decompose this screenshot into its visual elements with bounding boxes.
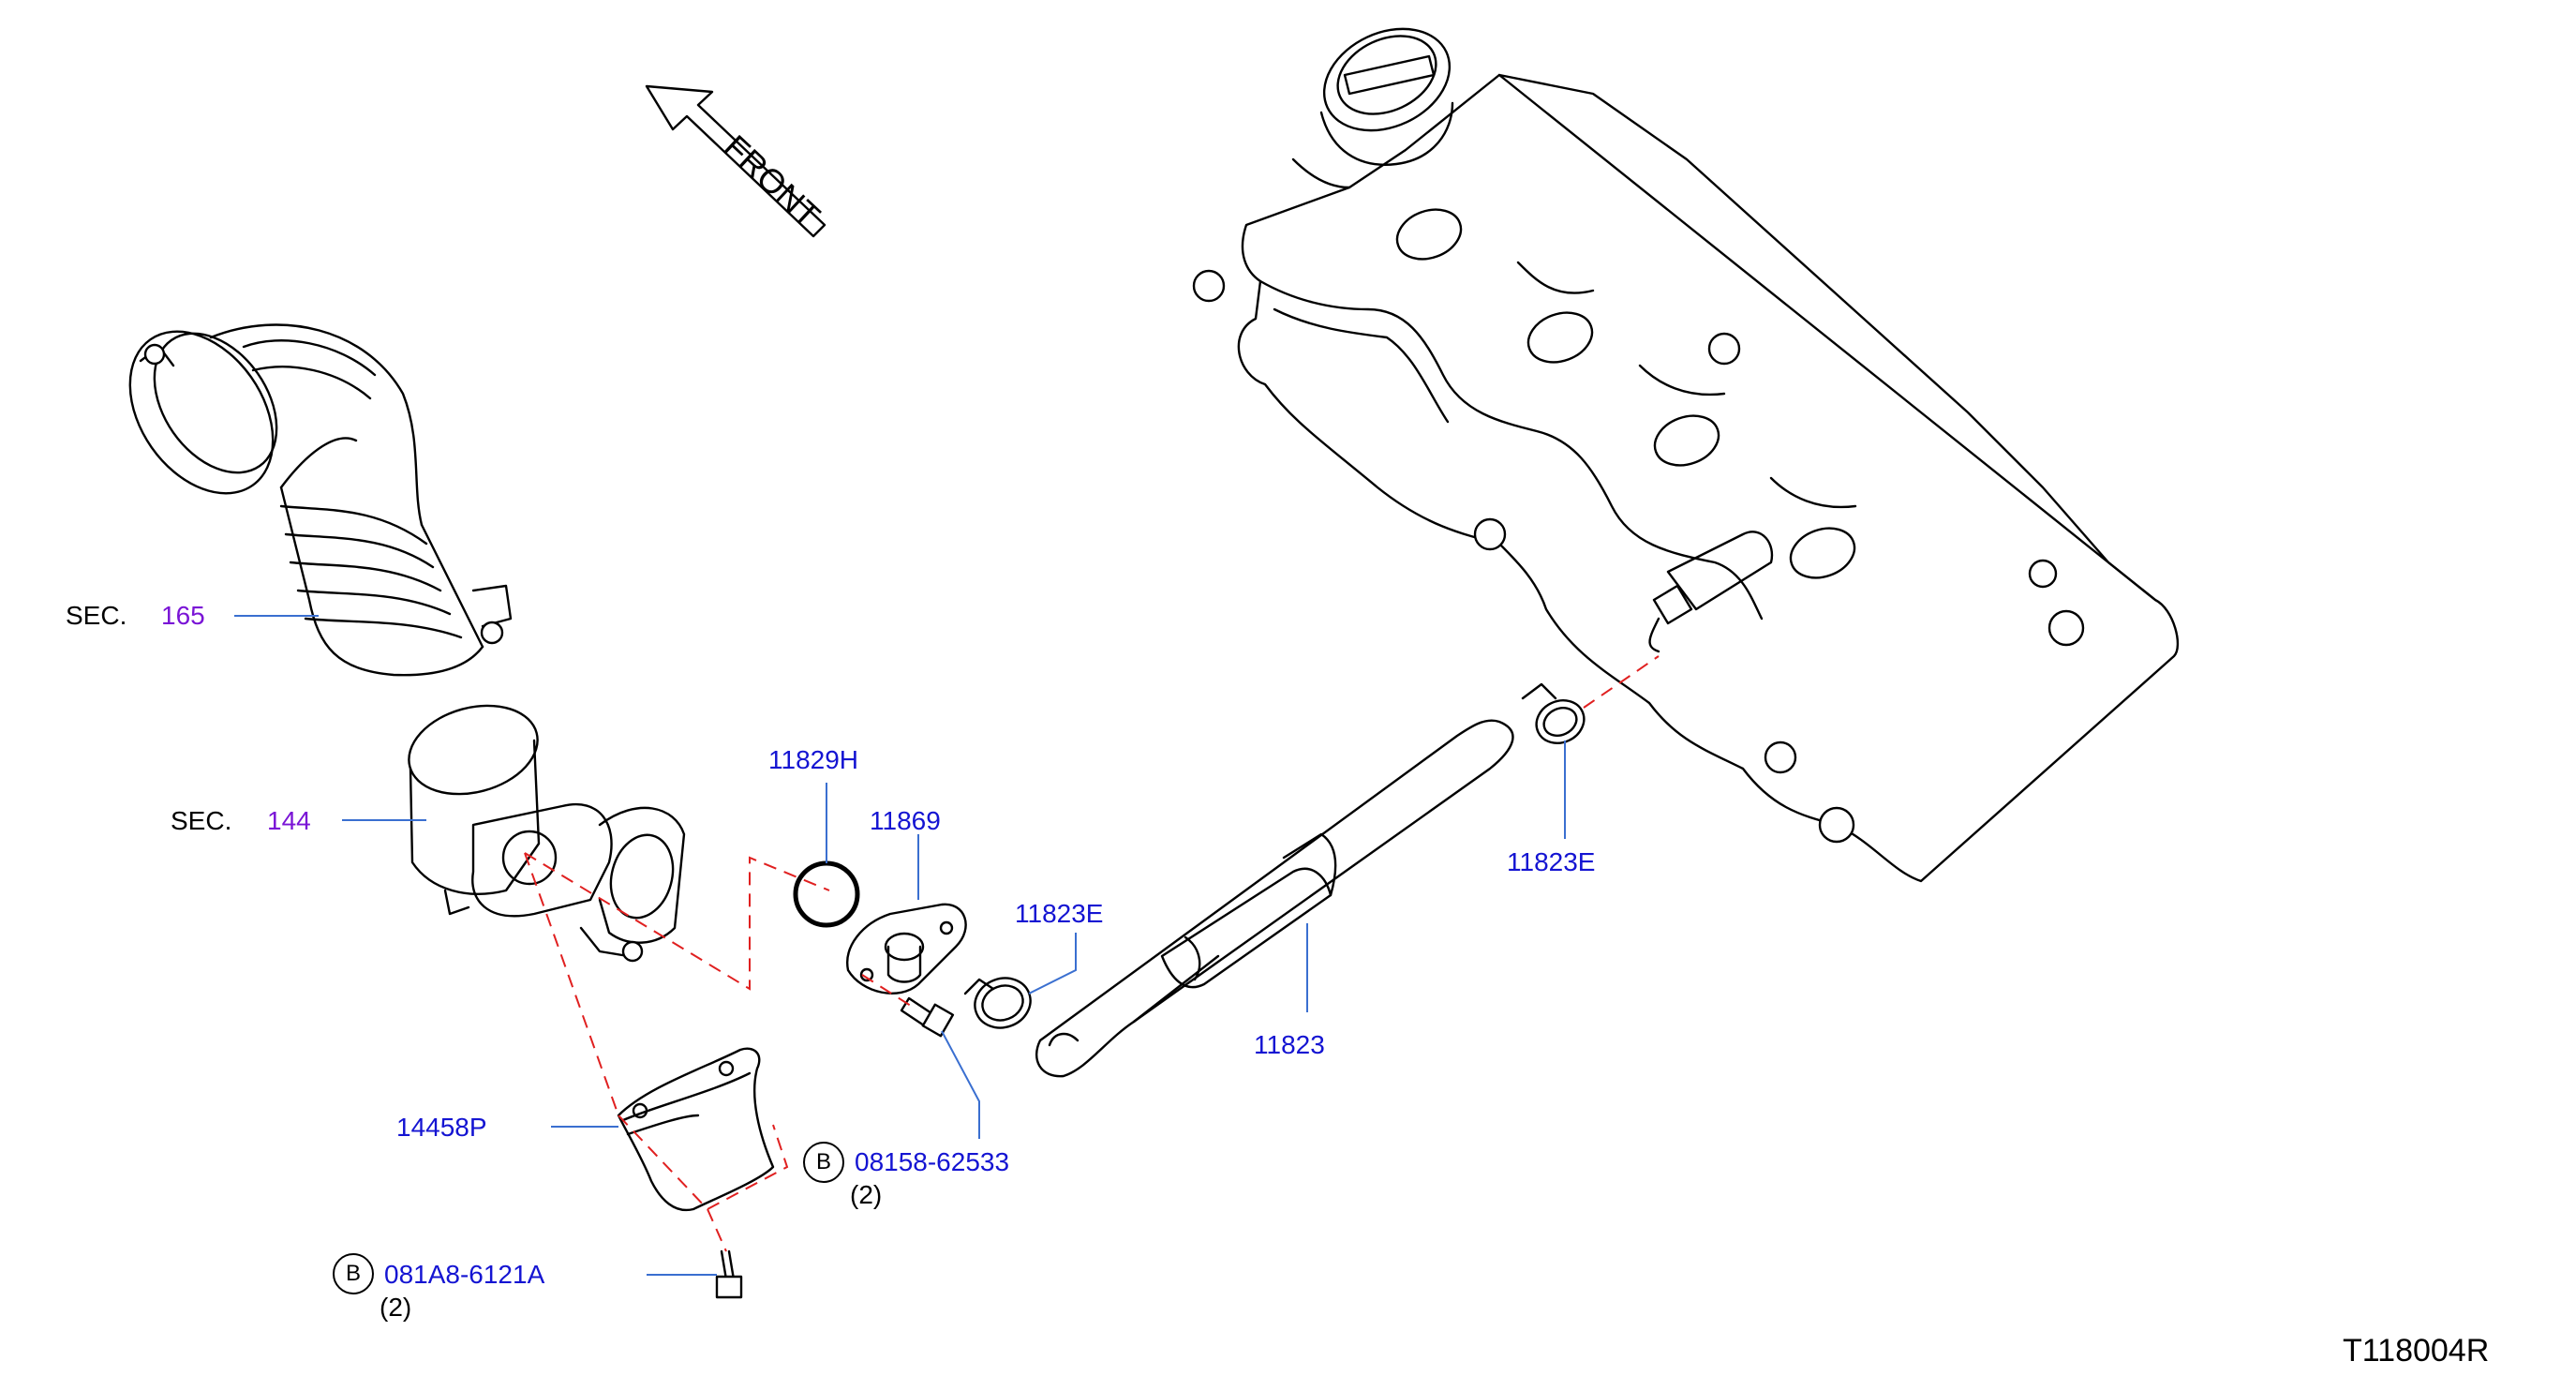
- bolt-marker-b-2: B: [333, 1253, 374, 1294]
- clamp-11823E-upper: [1521, 682, 1586, 744]
- part-label-14458P[interactable]: 14458P: [396, 1113, 487, 1142]
- rocker-cover: [1192, 27, 2180, 883]
- bolt-qty-2: (2): [380, 1293, 412, 1322]
- part-label-11829H[interactable]: 11829H: [768, 745, 859, 774]
- leader-lines: [234, 615, 1566, 1276]
- sec-144-prefix: SEC.: [171, 806, 232, 835]
- air-duct: [128, 323, 513, 677]
- flange-11869: [846, 903, 967, 995]
- dashed-guides: [524, 655, 1660, 1252]
- front-arrow-icon: [645, 84, 826, 238]
- sec-165-prefix: SEC.: [66, 601, 127, 630]
- part-label-11823E-upper[interactable]: 11823E: [1507, 847, 1596, 876]
- cover-14458P: [617, 1047, 775, 1212]
- hose-11823: [1035, 719, 1514, 1078]
- bolt-qty-1: (2): [850, 1180, 883, 1209]
- bolt-081A8-6121A: [715, 1249, 743, 1299]
- o-ring-11829H: [793, 860, 860, 928]
- part-label-11823E-lower[interactable]: 11823E: [1015, 899, 1104, 928]
- part-label-11823[interactable]: 11823: [1254, 1030, 1325, 1059]
- clamp-11823E-lower: [963, 977, 1032, 1029]
- throttle-body: [408, 704, 686, 963]
- part-label-08158-62533[interactable]: 08158-62533: [855, 1147, 1010, 1176]
- diagram-code: T118004R: [2343, 1333, 2490, 1369]
- part-label-11869[interactable]: 11869: [870, 806, 941, 835]
- bolt-marker-b-1: B: [803, 1142, 844, 1183]
- sec-165-number[interactable]: 165: [161, 601, 205, 630]
- bolt-08158-62533: [900, 996, 955, 1038]
- sec-144-number[interactable]: 144: [267, 806, 311, 835]
- front-label: FRONT: [717, 127, 828, 235]
- part-label-081A8-6121A[interactable]: 081A8-6121A: [384, 1260, 545, 1289]
